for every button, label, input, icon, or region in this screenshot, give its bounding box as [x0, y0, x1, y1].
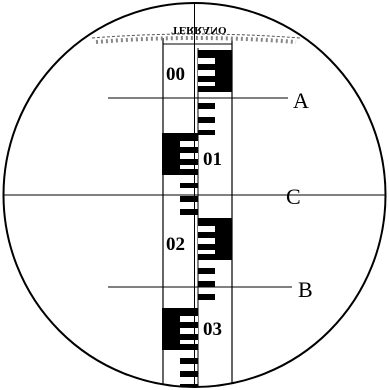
staff-graduations: [162, 50, 232, 387]
label-b: B: [298, 277, 313, 302]
staff-number-03: 03: [203, 319, 222, 340]
leveling-staff: 00 01 02 03: [162, 3, 233, 387]
staff-number-01: 01: [203, 149, 222, 170]
label-a: A: [293, 88, 309, 113]
staff-brand-label: TERRANO: [171, 24, 226, 36]
label-c: C: [286, 184, 301, 209]
staff-number-00: 00: [166, 64, 185, 85]
eyepiece-rim: [2, 2, 387, 388]
staff-number-02: 02: [166, 234, 185, 255]
